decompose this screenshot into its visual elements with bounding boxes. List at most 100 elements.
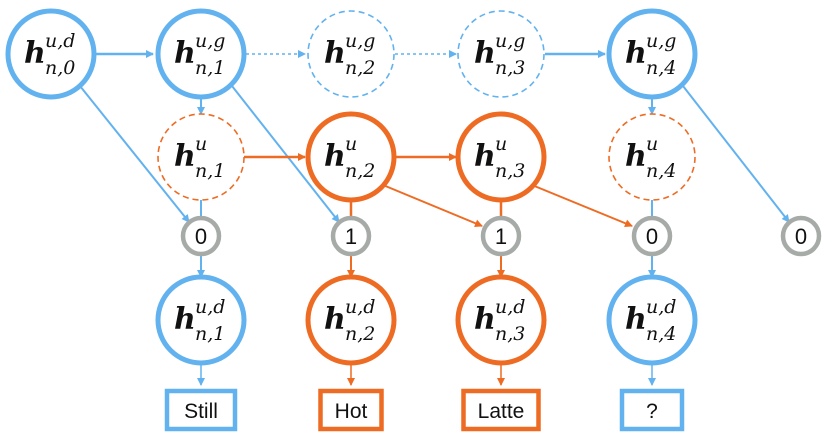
node-label-sub: n,0	[45, 57, 75, 79]
node-label-base: h	[24, 36, 46, 71]
node-circle	[606, 274, 698, 366]
gate-node-1: 1	[330, 215, 372, 257]
word-box-3: ?	[619, 388, 685, 432]
node-label-base: h	[174, 139, 196, 174]
node-label-base: h	[625, 139, 647, 174]
gates: 0 1 1 0 0	[180, 215, 822, 257]
gate-value: 1	[345, 224, 357, 249]
gate-node-0: 0	[180, 215, 222, 257]
edge-mid2-gate2	[382, 184, 483, 228]
word-rect	[619, 388, 685, 432]
node-label-sub: n,1	[195, 160, 225, 182]
gate-circle	[780, 215, 822, 257]
node-label-base: h	[324, 139, 346, 174]
word-box-0: Still	[164, 388, 238, 432]
node-label-base: h	[474, 36, 496, 71]
gate-circle	[330, 215, 372, 257]
gate-node-3: 0	[631, 215, 673, 257]
node-circle	[157, 113, 245, 201]
node-circle	[606, 8, 698, 100]
gate-circle	[480, 215, 522, 257]
node-label-sup: u,g	[646, 30, 676, 52]
node-circle	[305, 111, 397, 203]
node-label-sub: n,3	[495, 323, 525, 345]
word-rect	[318, 388, 384, 432]
word-text: ?	[646, 400, 658, 423]
node-circle	[305, 274, 397, 366]
word-rect	[461, 388, 541, 432]
gate-node-2: 1	[480, 215, 522, 257]
node-label-sup: u,g	[195, 30, 225, 52]
node-label-sub: n,4	[646, 57, 676, 79]
gate-circle	[180, 215, 222, 257]
edge-top1-gate1	[231, 85, 340, 223]
node-label-sup: u	[345, 133, 357, 155]
node-label-sup: u,d	[646, 296, 676, 318]
node-label-base: h	[474, 302, 496, 337]
node-label-sub: n,2	[345, 57, 375, 79]
node-label-sub: n,3	[495, 57, 525, 79]
node-label-base: h	[324, 36, 346, 71]
gate-circle	[631, 215, 673, 257]
node-label-sup: u,d	[345, 296, 375, 318]
node-circle	[155, 8, 247, 100]
edge-top4-gate4	[682, 85, 790, 223]
node-label-sup: u,g	[495, 30, 525, 52]
node-label-sup: u,d	[195, 296, 225, 318]
node-label-base: h	[625, 36, 647, 71]
gate-node-4: 0	[780, 215, 822, 257]
gate-value: 0	[795, 224, 807, 249]
node-circle	[457, 10, 545, 98]
edge-mid3-gate3	[531, 184, 633, 228]
node-label-sub: n,4	[646, 160, 676, 182]
word-box-2: Latte	[461, 388, 541, 432]
node-label-sup: u,g	[345, 30, 375, 52]
node-circle	[455, 274, 547, 366]
word-box-1: Hot	[318, 388, 384, 432]
words: Still Hot Latte?	[164, 388, 685, 432]
gate-value: 0	[195, 224, 207, 249]
edge-top0-gate0	[79, 85, 190, 223]
edges	[79, 50, 790, 386]
node-label-sup: u,d	[495, 296, 525, 318]
node-label-sub: n,3	[495, 160, 525, 182]
node-label-sub: n,1	[195, 323, 225, 345]
node-label-base: h	[474, 139, 496, 174]
node-circle	[307, 10, 395, 98]
word-text: Latte	[478, 400, 525, 423]
node-label-sub: n,4	[646, 323, 676, 345]
node-label-sup: u	[646, 133, 658, 155]
node-label-sup: u,d	[45, 30, 75, 52]
node-label-sub: n,2	[345, 160, 375, 182]
node-label-sub: n,2	[345, 323, 375, 345]
word-rect	[164, 388, 238, 432]
node-circle	[5, 8, 97, 100]
node-label-base: h	[174, 302, 196, 337]
word-text: Hot	[335, 400, 368, 423]
node-label-sup: u	[195, 133, 207, 155]
node-label-base: h	[174, 36, 196, 71]
gate-value: 0	[646, 224, 658, 249]
node-label-sub: n,1	[195, 57, 225, 79]
node-label-base: h	[625, 302, 647, 337]
node-label-sup: u	[495, 133, 507, 155]
node-label-base: h	[324, 302, 346, 337]
word-text: Still	[184, 400, 218, 423]
gate-value: 1	[495, 224, 507, 249]
node-circle	[608, 113, 696, 201]
